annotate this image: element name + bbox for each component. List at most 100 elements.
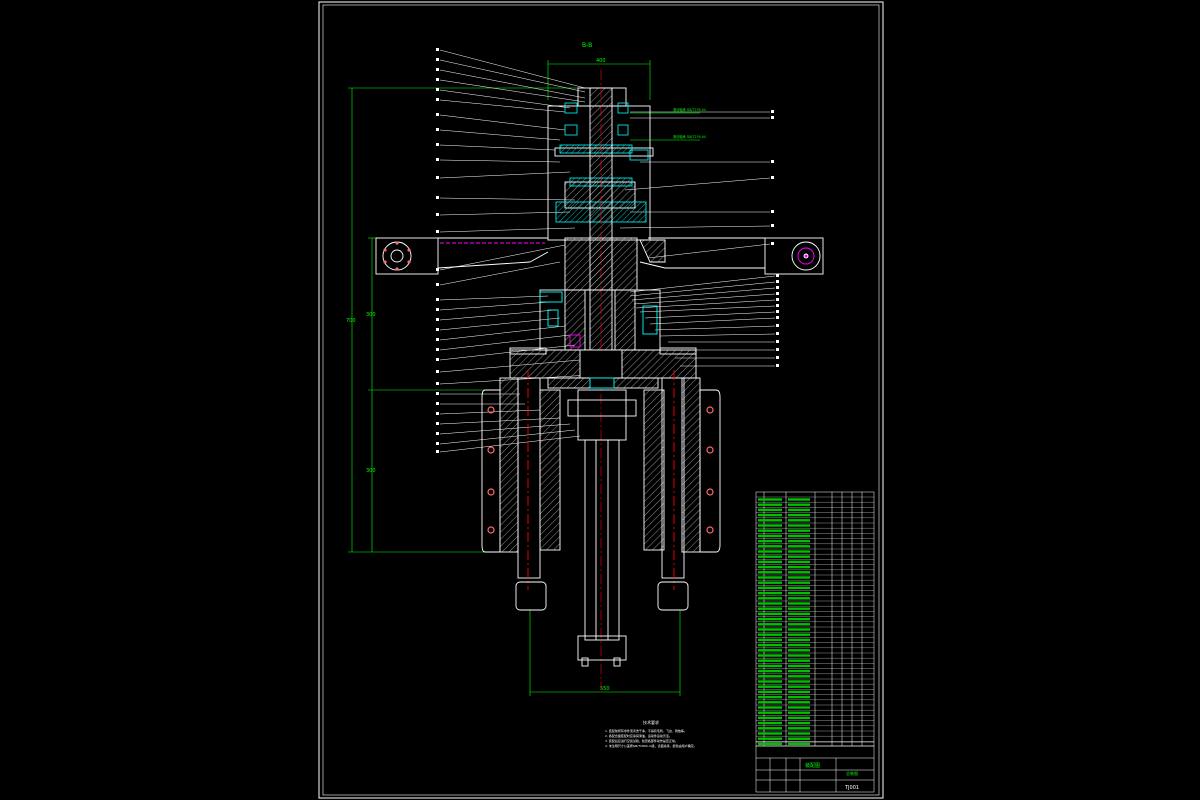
- parts-list-entry-mark: [758, 508, 782, 512]
- parts-list-entry-mark: [758, 654, 782, 657]
- parts-list-entry-mark: [758, 581, 782, 584]
- parts-list-entry-mark: [758, 669, 782, 673]
- right-finger-holes: [706, 406, 714, 534]
- parts-list-entry-mark: [758, 503, 782, 506]
- title-block-name: 装配图: [805, 762, 820, 769]
- parts-list-entry-mark: [758, 513, 782, 517]
- parts-list-entry-mark: [758, 576, 782, 579]
- parts-list-entry-mark: [758, 519, 782, 522]
- parts-list-entry-mark: [788, 576, 810, 579]
- parts-list-entry-mark: [788, 737, 810, 740]
- parts-list-entry-mark: [758, 524, 782, 527]
- parts-list-entry-mark: [758, 732, 782, 735]
- parts-list-entry-mark: [788, 649, 810, 652]
- middle-body: [539, 237, 661, 351]
- parts-list-entry-mark: [788, 534, 810, 538]
- parts-list-entry-mark: [758, 685, 782, 688]
- parts-list-entry-mark: [758, 623, 782, 626]
- parts-list-entry-mark: [788, 675, 810, 678]
- parts-list-entry-mark: [788, 685, 810, 688]
- dimension-left-lower: 300: [366, 468, 376, 474]
- technical-notes: 技术要求 1. 装配前所有零件须清洗干净，不得有毛刺、飞边、锈蚀等。 2. 各配…: [605, 719, 697, 748]
- item-number-markers-right: [771, 110, 779, 367]
- dimension-left-total: 700: [346, 318, 356, 324]
- dimension-top-value: 400: [596, 58, 606, 64]
- parts-list-entry-mark: [758, 727, 782, 730]
- parts-list-entry-mark: [788, 560, 810, 564]
- parts-list-entry-mark: [788, 529, 810, 532]
- parts-list-entry-mark: [758, 498, 782, 501]
- parts-list-entry-mark: [758, 675, 782, 678]
- parts-list-entry-mark: [758, 607, 782, 610]
- parts-list-entry-mark: [788, 690, 810, 694]
- left-finger-holes: [487, 406, 495, 534]
- parts-list-entry-mark: [758, 649, 782, 652]
- parts-list-entry-mark: [758, 716, 782, 720]
- parts-list-entry-mark: [788, 633, 810, 636]
- parts-list-entry-mark: [758, 643, 782, 647]
- parts-list-entry-mark: [758, 701, 782, 704]
- parts-list-entry-mark: [788, 643, 810, 647]
- parts-list-entry-mark: [758, 545, 782, 548]
- parts-list-entry-mark: [758, 664, 782, 668]
- title-block: [755, 745, 875, 793]
- parts-list-entry-mark: [788, 597, 810, 600]
- parts-list-entry-mark: [758, 550, 782, 553]
- parts-list-entry-mark: [758, 612, 782, 616]
- parts-list-entry-mark: [788, 727, 810, 730]
- leader-lines-left: [439, 49, 591, 453]
- parts-list-entry-mark: [788, 638, 810, 642]
- parts-list-entry-mark: [758, 742, 782, 746]
- parts-list-entry-mark: [788, 545, 810, 548]
- parts-list-entry-mark: [758, 721, 782, 725]
- sheet-border: [318, 1, 884, 799]
- parts-list-entry-mark: [788, 721, 810, 725]
- parts-list-entry-mark: [788, 664, 810, 668]
- notes-title: 技术要求: [643, 719, 659, 725]
- parts-list-entry-mark: [788, 617, 810, 621]
- parts-list-entry-mark: [788, 508, 810, 512]
- left-arm-bolts: [383, 241, 411, 271]
- parts-list-entry-mark: [788, 701, 810, 704]
- parts-list-entry-mark: [788, 669, 810, 673]
- parts-list-entry-mark: [788, 586, 810, 590]
- parts-list-entry-mark: [758, 680, 782, 683]
- parts-list-entry-mark: [788, 628, 810, 631]
- parts-list-entry-mark: [788, 612, 810, 616]
- note-3: 3. 装配后应进行空载试验，检查各部件动作是否正常。: [605, 738, 678, 743]
- parts-list-entry-mark: [788, 659, 810, 662]
- right-arm: [639, 237, 824, 275]
- parts-list-entry-mark: [758, 711, 782, 714]
- parts-list-entry-mark: [758, 555, 782, 558]
- parts-list-entry-mark: [788, 695, 810, 699]
- bearing-callout-1: 滚动轴承 GB/T276-94: [673, 107, 706, 112]
- parts-list-entry-mark: [788, 711, 810, 714]
- parts-list-entry-mark: [758, 529, 782, 532]
- parts-list-entry-mark: [788, 550, 810, 553]
- parts-list-entry-mark: [758, 571, 782, 574]
- left-finger: [481, 370, 561, 611]
- note-2: 2. 各配合面装配时应涂润滑油，运动件运动灵活。: [605, 733, 672, 738]
- parts-list-entry-mark: [788, 706, 810, 709]
- parts-list-entry-mark: [788, 581, 810, 584]
- parts-list-entry-mark: [758, 633, 782, 636]
- parts-list-entry-mark: [758, 565, 782, 569]
- title-block-school: 总装图: [846, 770, 858, 776]
- parts-list-entry-mark: [758, 690, 782, 694]
- parts-list-entry-mark: [758, 737, 782, 740]
- note-4: 4. 未注明尺寸公差按GB/T1804-m级，表面涂漆，颜色由用户确定。: [605, 743, 697, 748]
- dimension-bottom-value: 550: [600, 686, 610, 692]
- parts-list-entry-mark: [788, 742, 810, 746]
- leader-lines-right: [619, 111, 776, 367]
- parts-list-entry-mark: [758, 695, 782, 699]
- parts-list-entry-mark: [788, 623, 810, 626]
- parts-list-entry-mark: [788, 680, 810, 683]
- parts-list-entry-mark: [788, 498, 810, 501]
- title-block-drawing-no: TJ001: [844, 785, 859, 791]
- parts-list-rows: [756, 496, 874, 746]
- dimension-bottom: [529, 610, 681, 696]
- parts-list-entry-mark: [758, 617, 782, 621]
- parts-list-entry-mark: [788, 571, 810, 574]
- sheet-inner-border: [322, 4, 880, 796]
- base-plate: [509, 347, 697, 389]
